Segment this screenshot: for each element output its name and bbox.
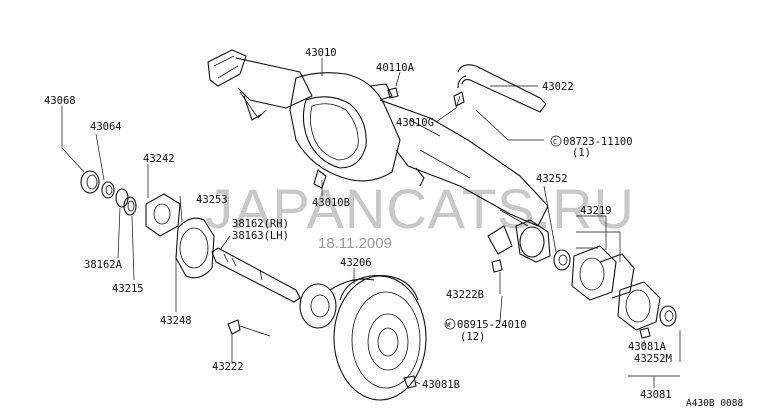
label-43081b[interactable]: 43081B (422, 379, 460, 391)
label-43010g[interactable]: 43010G (396, 117, 434, 129)
label-08723[interactable]: C 08723-11100 (1) (550, 135, 633, 159)
label-43064[interactable]: 43064 (90, 121, 122, 133)
bolt-43222 (227, 319, 271, 337)
label-43010b[interactable]: 43010B (312, 197, 350, 209)
diagram-code: A430B 0088 (686, 398, 743, 409)
labels: 43010 40110A 43022 43010G C 08723-11100 … (44, 47, 672, 401)
nut-40110a (387, 87, 399, 99)
label-08915-qty: (12) (460, 331, 485, 343)
label-43252[interactable]: 43252 (536, 173, 568, 185)
spacer-43064 (101, 181, 115, 199)
gasket-43242 (145, 193, 181, 237)
watermark: JAPANCATS.RU (205, 177, 635, 240)
seal-43252 (553, 249, 571, 271)
w-prefix: W (446, 321, 451, 329)
label-43215[interactable]: 43215 (112, 283, 144, 295)
brake-drum-43206 (299, 274, 427, 401)
label-43222[interactable]: 43222 (212, 361, 244, 373)
label-38163[interactable]: 38163(LH) (232, 230, 289, 242)
label-38162[interactable]: 38162(RH) (232, 218, 289, 230)
label-43242[interactable]: 43242 (143, 153, 175, 165)
oil-seal-43068 (80, 170, 100, 194)
axle-shaft (211, 247, 301, 303)
label-43252m[interactable]: 43252M (634, 353, 672, 365)
label-43253[interactable]: 43253 (196, 194, 228, 206)
hub-43219 (571, 245, 635, 301)
bearing-43215 (115, 188, 137, 216)
label-43219[interactable]: 43219 (580, 205, 612, 217)
label-08915[interactable]: W 08915-24010 (12) (444, 318, 527, 343)
label-43068[interactable]: 43068 (44, 95, 76, 107)
date-stamp: 18.11.2009 (318, 235, 392, 252)
c-prefix: C (553, 138, 557, 146)
seal-43252m (659, 305, 677, 327)
label-40110a[interactable]: 40110A (376, 62, 415, 74)
hub-43081 (617, 281, 661, 331)
nut-43081b (403, 375, 417, 389)
label-43010[interactable]: 43010 (305, 47, 337, 59)
backing-plate-43253 (175, 217, 215, 279)
label-43022[interactable]: 43022 (542, 81, 574, 93)
label-43248[interactable]: 43248 (160, 315, 192, 327)
label-08723-text: 08723-11100 (563, 136, 633, 148)
leader-lines (61, 58, 681, 388)
bolt-43081a (639, 327, 651, 339)
breather-hose (453, 64, 547, 113)
label-08915-text: 08915-24010 (457, 319, 527, 331)
label-43222b[interactable]: 43222B (446, 289, 484, 301)
bolt-43222b (491, 259, 503, 273)
label-08723-qty: (1) (572, 147, 591, 159)
label-43206[interactable]: 43206 (340, 257, 372, 269)
label-43081a[interactable]: 43081A (628, 341, 667, 353)
label-43081[interactable]: 43081 (640, 389, 672, 401)
label-38162a[interactable]: 38162A (84, 259, 123, 271)
